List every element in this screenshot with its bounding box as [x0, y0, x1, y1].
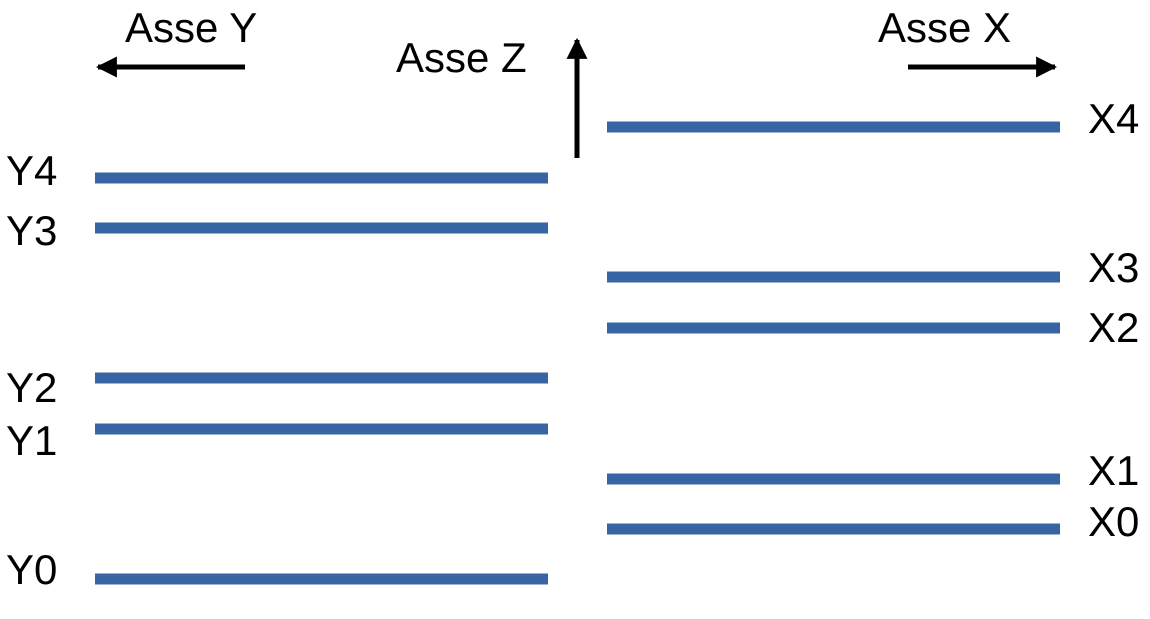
y-axis-title: Asse Y: [125, 4, 257, 51]
y4-label: Y4: [6, 147, 57, 194]
y2-label: Y2: [6, 364, 57, 411]
x1-label: X1: [1088, 447, 1139, 494]
x4-label: X4: [1088, 95, 1139, 142]
x3-label: X3: [1088, 244, 1139, 291]
x-axis-title: Asse X: [878, 4, 1011, 51]
x0-label: X0: [1088, 498, 1139, 545]
x2-label: X2: [1088, 304, 1139, 351]
z-axis-title: Asse Z: [396, 34, 527, 81]
y0-label: Y0: [6, 546, 57, 593]
y3-label: Y3: [6, 207, 57, 254]
y1-label: Y1: [6, 417, 57, 464]
